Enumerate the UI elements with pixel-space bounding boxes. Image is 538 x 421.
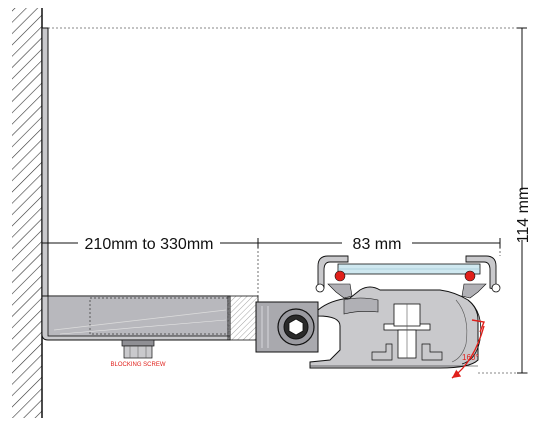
blocking-screw-label: BLOCKING SCREW: [110, 362, 165, 368]
dimension-lines: [41, 27, 528, 374]
cassette-profile: [309, 286, 482, 369]
cover-rails: [315, 255, 501, 299]
blocking-screw: [121, 339, 155, 359]
height-dimension-label: 114 mm: [515, 187, 532, 244]
wall-bracket: [41, 27, 231, 341]
hinge-joint: [255, 301, 319, 353]
width-dimension-label: 83 mm: [353, 236, 402, 253]
projection-dimension-label: 210mm to 330mm: [85, 236, 214, 253]
wall: [12, 8, 43, 418]
arm-bracket: [47, 295, 259, 341]
rotation-arrow: [451, 319, 485, 379]
rotation-angle-label: 160°: [462, 353, 479, 362]
